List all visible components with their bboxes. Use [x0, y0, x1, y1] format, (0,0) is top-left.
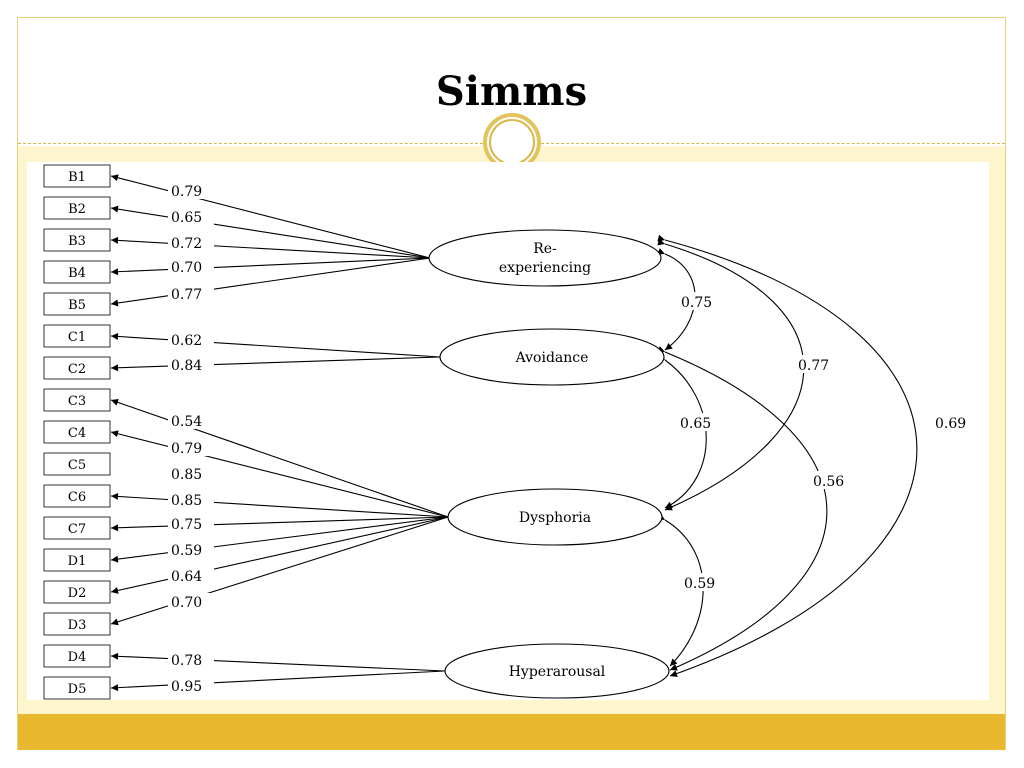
loading-paths [110, 174, 449, 692]
correlation-label-reexp-dysph: 0.77 [798, 358, 829, 374]
indicator-label-b5: B5 [68, 298, 86, 313]
loading-label-d4: 0.78 [171, 653, 202, 669]
factor-ellipse-dysphoria [447, 488, 663, 546]
loading-label-d3: 0.70 [171, 595, 202, 611]
factor-label-reexperiencing-line2: experiencing [499, 260, 591, 276]
loading-label-c4: 0.79 [171, 441, 202, 457]
correlation-label-reexp-avoid: 0.75 [681, 295, 712, 311]
indicator-label-b1: B1 [68, 170, 86, 185]
loading-arrow-d4 [110, 652, 446, 672]
loading-arrow-c6 [110, 492, 449, 518]
correlation-arrow-reexp-hyper [657, 234, 918, 677]
indicator-box-c5 [43, 452, 111, 476]
factor-ellipse-hyperarousal [444, 643, 670, 699]
indicator-box-b4 [43, 260, 111, 284]
indicator-label-b2: B2 [68, 202, 86, 217]
loading-arrow-c7 [110, 516, 449, 532]
indicator-label-d4: D4 [68, 650, 87, 665]
loading-label-b4: 0.70 [171, 260, 202, 276]
correlation-arrow-avoid-hyper [657, 346, 828, 671]
loading-label-c1: 0.62 [171, 333, 202, 349]
loading-label-c3: 0.54 [171, 414, 202, 430]
indicator-box-b3 [43, 228, 111, 252]
factor-ellipse-avoidance [439, 328, 665, 386]
indicator-label-c1: C1 [68, 330, 86, 345]
loading-arrow-c4 [110, 430, 449, 518]
loading-label-b3: 0.72 [171, 236, 202, 252]
indicator-label-c6: C6 [68, 490, 86, 505]
indicator-box-d3 [43, 612, 111, 636]
indicator-box-c3 [43, 388, 111, 412]
indicator-box-c7 [43, 516, 111, 540]
indicator-box-c1 [43, 324, 111, 348]
loading-arrow-c1 [110, 332, 441, 358]
loading-label-d2: 0.64 [171, 569, 202, 585]
indicator-box-b2 [43, 196, 111, 220]
loading-label-c5: 0.85 [171, 467, 202, 483]
loading-arrow-c2 [110, 356, 441, 372]
loading-label-c2: 0.84 [171, 358, 202, 374]
correlation-arrow-avoid-dysph [657, 353, 707, 509]
loading-label-d5: 0.95 [171, 679, 202, 695]
indicator-label-d5: D5 [68, 682, 87, 697]
factor-label-dysphoria: Dysphoria [519, 510, 591, 526]
indicator-label-c5: C5 [68, 458, 86, 473]
indicator-box-d4 [43, 644, 111, 668]
indicator-label-c3: C3 [68, 394, 86, 409]
loading-label-c7: 0.75 [171, 517, 202, 533]
indicator-label-b3: B3 [68, 234, 86, 249]
indicator-box-b1 [43, 164, 111, 188]
loading-arrow-d1 [110, 516, 449, 563]
indicator-box-c6 [43, 484, 111, 508]
indicator-label-c4: C4 [68, 426, 86, 441]
factor-label-hyperarousal: Hyperarousal [509, 664, 606, 680]
title-divider-left [18, 143, 488, 144]
factor-label-reexperiencing-line1: Re- [533, 241, 557, 257]
indicator-label-c2: C2 [68, 362, 86, 377]
divider-ring-inner [489, 119, 535, 165]
loading-arrow-d2 [110, 516, 449, 594]
loading-label-b2: 0.65 [171, 210, 202, 226]
correlation-label-dysph-hyper: 0.59 [684, 576, 715, 592]
loading-arrow-b1 [110, 174, 431, 259]
indicator-label-d3: D3 [68, 618, 87, 633]
indicator-box-d5 [43, 676, 111, 700]
loading-labels: 0.79 0.65 0.72 0.70 0.77 0.62 0.84 0.54 … [168, 182, 214, 695]
latent-factors: Re- experiencing Avoidance Dysphoria Hyp… [428, 229, 670, 699]
loading-arrow-d3 [110, 516, 449, 626]
correlation-label-reexp-hyper: 0.69 [935, 416, 966, 432]
indicator-box-d1 [43, 548, 111, 572]
indicator-box-c4 [43, 420, 111, 444]
indicator-boxes: B1 B2 B3 B4 B5 C1 C2 C3 C4 C5 C6 C7 D1 [43, 164, 111, 700]
loading-label-b1: 0.79 [171, 184, 202, 200]
factor-ellipse-reexperiencing [428, 229, 662, 287]
footer-bar [18, 714, 1005, 750]
indicator-label-d1: D1 [68, 554, 87, 569]
factor-label-avoidance: Avoidance [515, 350, 589, 366]
loading-label-c6: 0.85 [171, 493, 202, 509]
correlation-label-avoid-hyper: 0.56 [813, 474, 844, 490]
title-divider-right [536, 143, 1005, 144]
indicator-box-d2 [43, 580, 111, 604]
loading-arrow-c3 [110, 398, 449, 518]
loading-arrow-b3 [110, 236, 431, 259]
loading-arrow-b2 [110, 205, 431, 259]
slide-title: Simms [435, 68, 588, 115]
indicator-label-d2: D2 [68, 586, 87, 601]
indicator-box-b5 [43, 292, 111, 316]
loading-arrow-d5 [110, 670, 446, 692]
loading-label-b5: 0.77 [171, 287, 202, 303]
indicator-label-b4: B4 [68, 266, 86, 281]
loading-arrow-b5 [110, 257, 431, 307]
correlation-labels: 0.75 0.77 0.69 0.65 0.56 0.59 [677, 292, 978, 592]
loading-label-d1: 0.59 [171, 543, 202, 559]
correlation-label-avoid-dysph: 0.65 [680, 416, 711, 432]
indicator-box-c2 [43, 356, 111, 380]
indicator-label-c7: C7 [68, 522, 86, 537]
loading-arrow-b4 [110, 257, 431, 276]
